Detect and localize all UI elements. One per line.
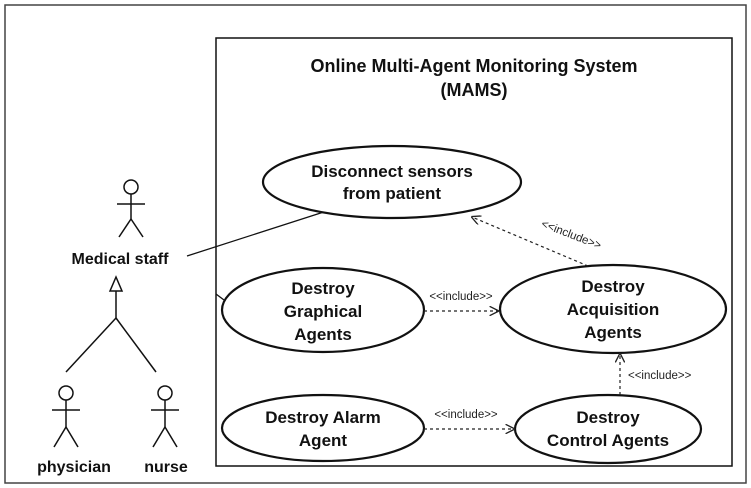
use-case-graphical-line1: Destroy xyxy=(291,279,355,298)
use-case-alarm-line1: Destroy Alarm xyxy=(265,408,381,427)
actor-physician-label: physician xyxy=(37,459,111,476)
outer-frame xyxy=(4,4,747,484)
include-label-alarm-control: <<include>> xyxy=(434,409,498,421)
use-case-disconnect-line2: from patient xyxy=(343,184,442,203)
use-case-destroy-graphical-agents[interactable]: Destroy Graphical Agents xyxy=(220,266,426,354)
actor-physician xyxy=(52,385,80,448)
association-stub xyxy=(215,293,225,301)
actor-head-icon xyxy=(58,385,74,401)
include-label-acquisition-disconnect: <<include>> xyxy=(539,218,603,252)
actor-nurse xyxy=(151,385,179,448)
system-boundary xyxy=(215,37,733,467)
include-label-graphical-acquisition: <<include>> xyxy=(429,291,493,303)
use-case-acquisition-line1: Destroy xyxy=(581,277,645,296)
use-case-acquisition-line3: Agents xyxy=(584,323,642,342)
association-medical-staff-disconnect xyxy=(186,209,331,257)
use-case-disconnect-sensors[interactable]: Disconnect sensors from patient xyxy=(261,144,523,220)
use-case-destroy-alarm-agent[interactable]: Destroy Alarm Agent xyxy=(220,393,426,463)
system-title-line1: Online Multi-Agent Monitoring System xyxy=(311,56,638,76)
system-title-line2: (MAMS) xyxy=(441,80,508,100)
use-case-acquisition-line2: Acquisition xyxy=(567,300,660,319)
use-case-destroy-control-agents[interactable]: Destroy Control Agents xyxy=(513,393,703,465)
use-case-destroy-acquisition-agents[interactable]: Destroy Acquisition Agents xyxy=(498,263,728,355)
include-acquisition-to-disconnect xyxy=(472,217,589,267)
use-case-control-line2: Control Agents xyxy=(547,431,669,450)
actor-head-icon xyxy=(123,179,139,195)
actor-nurse-label: nurse xyxy=(144,459,188,476)
use-case-alarm-line2: Agent xyxy=(299,431,348,450)
generalization xyxy=(65,275,157,373)
include-label-control-acquisition: <<include>> xyxy=(628,370,692,382)
actor-medical-staff-label: Medical staff xyxy=(72,251,170,268)
actor-head-icon xyxy=(157,385,173,401)
use-case-disconnect-line1: Disconnect sensors xyxy=(311,162,473,181)
actor-medical-staff xyxy=(117,179,145,238)
use-case-graphical-line3: Agents xyxy=(294,325,352,344)
use-case-control-line1: Destroy xyxy=(576,408,640,427)
use-case-graphical-line2: Graphical xyxy=(284,302,362,321)
